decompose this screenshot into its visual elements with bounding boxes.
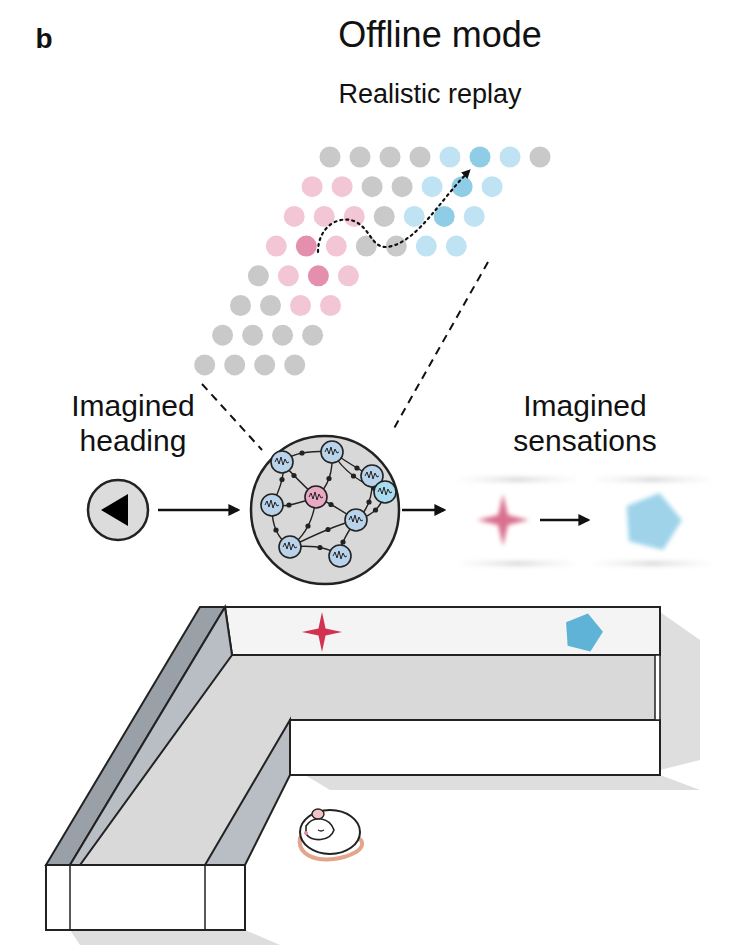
place-cell-dot	[464, 206, 485, 227]
place-cell-dot	[248, 265, 269, 286]
place-cell-dot	[302, 176, 323, 197]
place-cell-dot	[344, 206, 365, 227]
place-cell-dot	[290, 295, 311, 316]
place-cell-dot	[338, 265, 359, 286]
place-cell-dot	[440, 147, 461, 168]
replay-trajectory	[318, 170, 470, 252]
place-cell-dot	[530, 147, 551, 168]
imagined-pentagon	[627, 493, 682, 550]
place-cell-dot	[350, 147, 371, 168]
place-cell-dot	[278, 265, 299, 286]
output-label: Imagined sensations	[475, 388, 695, 458]
place-cell-dot	[470, 147, 491, 168]
input-label: Imagined heading	[38, 388, 228, 458]
imagined-star	[477, 494, 529, 546]
place-cell-dot	[302, 325, 323, 346]
figure-title: Offline mode	[260, 14, 620, 56]
place-cell-dot	[284, 354, 305, 375]
heading-arrow	[101, 494, 128, 526]
place-cell-dot	[260, 295, 281, 316]
sleeping-rat	[300, 809, 362, 860]
replay-label: Realistic replay	[280, 78, 580, 110]
recurrent-network	[251, 436, 399, 584]
place-cell-dot	[446, 236, 467, 257]
place-cell-dot	[332, 176, 353, 197]
place-cell-dot	[272, 325, 293, 346]
place-cell-dot	[194, 354, 215, 375]
flow-arrow	[402, 509, 444, 512]
place-cell-dot	[410, 147, 431, 168]
place-cell-dot	[242, 325, 263, 346]
place-cell-dot	[416, 236, 437, 257]
panel-letter: b	[24, 22, 64, 55]
place-cell-dot	[230, 295, 251, 316]
blur-shadow	[590, 562, 715, 565]
place-cell-dot	[362, 176, 383, 197]
star-cue	[302, 612, 342, 652]
flow-arrow	[540, 519, 588, 522]
place-cell-dot	[224, 354, 245, 375]
place-cell-dot	[284, 206, 305, 227]
place-cell-dot	[326, 236, 347, 257]
place-cell-dot	[374, 206, 395, 227]
flow-arrow	[158, 509, 238, 512]
place-cell-dot	[296, 236, 317, 257]
place-cell-dot	[308, 265, 329, 286]
l-shaped-arena	[46, 607, 700, 945]
place-cell-dot	[500, 147, 521, 168]
blur-shadow	[455, 562, 580, 565]
place-cell-dot	[380, 147, 401, 168]
place-cell-dot	[404, 206, 425, 227]
place-cell-dot	[212, 325, 233, 346]
replay-grid	[194, 147, 550, 376]
heading-icon	[88, 480, 148, 540]
zoom-line	[393, 262, 488, 430]
place-cell-dot	[266, 236, 287, 257]
place-cell-dot	[320, 147, 341, 168]
zoom-line	[202, 384, 262, 450]
place-cell-dot	[356, 236, 377, 257]
place-cell-dot	[254, 354, 275, 375]
place-cell-dot	[392, 176, 413, 197]
place-cell-dot	[482, 176, 503, 197]
place-cell-dot	[422, 176, 443, 197]
blur-shadow	[590, 478, 715, 481]
pentagon-cue	[566, 614, 603, 652]
blur-shadow	[455, 478, 580, 481]
place-cell-dot	[320, 295, 341, 316]
